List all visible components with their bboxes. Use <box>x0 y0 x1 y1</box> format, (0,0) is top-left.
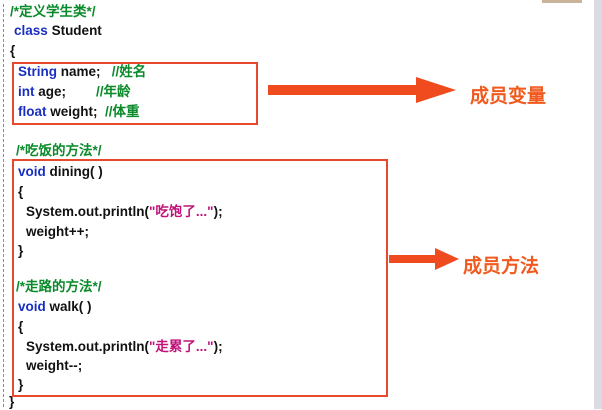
comment-walk: /*走路的方法*/ <box>16 279 102 294</box>
comment-define-class: /*定义学生类*/ <box>10 4 96 19</box>
walk-println-string: "走累了..." <box>149 339 214 354</box>
walk-signature: void walk( ) <box>18 299 92 315</box>
dining-brace-close: } <box>18 243 24 258</box>
class-name: Student <box>51 23 102 38</box>
methods-arrow <box>389 248 459 270</box>
field-name-decl: name; <box>60 64 101 79</box>
dashed-gutter-line <box>3 4 4 407</box>
walk-brace-close: } <box>18 377 24 392</box>
dining-void-keyword: void <box>18 164 46 179</box>
field-weight-line: float weight; //体重 <box>18 104 140 120</box>
window-right-edge <box>594 0 602 409</box>
dining-println-string: "吃饱了..." <box>149 204 214 219</box>
fields-arrow <box>268 77 456 103</box>
label-member-methods: 成员方法 <box>463 255 540 277</box>
field-age-type: int <box>18 84 35 99</box>
field-name-type: String <box>18 64 57 79</box>
class-brace-close: } <box>9 394 15 409</box>
walk-println-call: System.out.println( <box>26 339 150 354</box>
walk-brace-open: { <box>18 319 24 334</box>
comment-dining: /*吃饭的方法*/ <box>16 143 102 158</box>
fields-highlight-box <box>12 62 258 125</box>
field-age-line: int age; //年龄 <box>18 84 131 100</box>
dining-increment-line: weight++; <box>26 224 90 239</box>
walk-decrement-line: weight--; <box>26 358 83 373</box>
methods-highlight-box <box>12 159 388 397</box>
class-keyword: class <box>14 23 48 38</box>
dining-brace-open: { <box>18 184 24 199</box>
top-accent-bar <box>542 0 582 3</box>
field-age-comment: //年龄 <box>96 84 131 99</box>
dining-signature: void dining( ) <box>18 164 103 180</box>
dining-method-name: dining( ) <box>49 164 103 179</box>
walk-println-end: ); <box>213 339 223 354</box>
class-declaration: class Student <box>14 23 102 39</box>
field-age-decl: age; <box>38 84 67 99</box>
walk-println-line: System.out.println("走累了..."); <box>26 339 223 355</box>
walk-method-name: walk( ) <box>49 299 92 314</box>
field-weight-decl: weight; <box>50 104 98 119</box>
class-brace-open: { <box>10 43 16 58</box>
label-member-variables: 成员变量 <box>470 85 547 107</box>
field-weight-type: float <box>18 104 47 119</box>
walk-void-keyword: void <box>18 299 46 314</box>
dining-println-line: System.out.println("吃饱了..."); <box>26 204 223 220</box>
dining-println-call: System.out.println( <box>26 204 150 219</box>
field-name-line: String name; //姓名 <box>18 64 146 80</box>
dining-println-end: ); <box>213 204 223 219</box>
field-weight-comment: //体重 <box>105 104 140 119</box>
field-name-comment: //姓名 <box>111 64 147 79</box>
